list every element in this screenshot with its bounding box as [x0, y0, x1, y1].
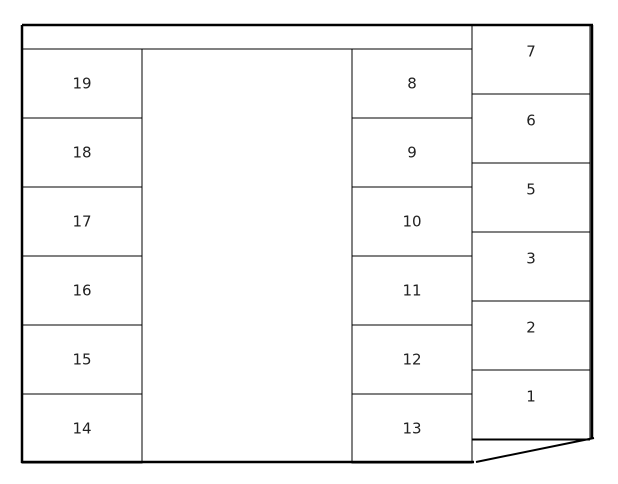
parking-stall: 10	[351, 186, 473, 257]
parking-stall: 5	[471, 162, 591, 233]
parking-stall: 12	[351, 324, 473, 395]
parking-stall: 11	[351, 255, 473, 326]
stall-number-label: 16	[72, 282, 91, 300]
parking-stall: 19	[21, 48, 143, 119]
stall-number-label: 13	[402, 420, 421, 438]
parking-stall: 7	[471, 24, 591, 95]
parking-stall: 9	[351, 117, 473, 188]
parking-stall: 6	[471, 93, 591, 164]
angled-wall	[475, 437, 595, 463]
stall-number-label: 3	[526, 250, 536, 268]
stall-number-label: 7	[526, 43, 536, 61]
stall-number-label: 12	[402, 351, 421, 369]
stall-number-label: 18	[72, 144, 91, 162]
parking-stall: 13	[351, 393, 473, 464]
stall-number-label: 17	[72, 213, 91, 231]
stall-outline	[21, 393, 143, 464]
parking-stall: 16	[21, 255, 143, 326]
parking-stall: 2	[471, 300, 591, 371]
parking-stall: 17	[21, 186, 143, 257]
parking-stall: 15	[21, 324, 143, 395]
stall-number-label: 5	[526, 181, 536, 199]
stall-number-label: 2	[526, 319, 536, 337]
stall-number-label: 8	[407, 75, 417, 93]
stall-number-label: 19	[72, 75, 91, 93]
stall-number-label: 1	[526, 388, 536, 406]
stall-number-label: 6	[526, 112, 536, 130]
stall-number-label: 11	[402, 282, 421, 300]
stall-outline	[471, 369, 591, 440]
stall-number-label: 15	[72, 351, 91, 369]
parking-stall: 14	[21, 393, 143, 464]
stall-number-label: 10	[402, 213, 421, 231]
parking-stall: 3	[471, 231, 591, 302]
parking-stall: 8	[351, 48, 473, 119]
parking-stall: 1	[471, 369, 591, 440]
stall-number-label: 9	[407, 144, 417, 162]
parking-stall: 18	[21, 117, 143, 188]
stall-number-label: 14	[72, 420, 91, 438]
stalls-layer: 19 18 17 16 15 14 8 9 10 11 12 13 7 6 5 3 2 1	[21, 24, 591, 464]
